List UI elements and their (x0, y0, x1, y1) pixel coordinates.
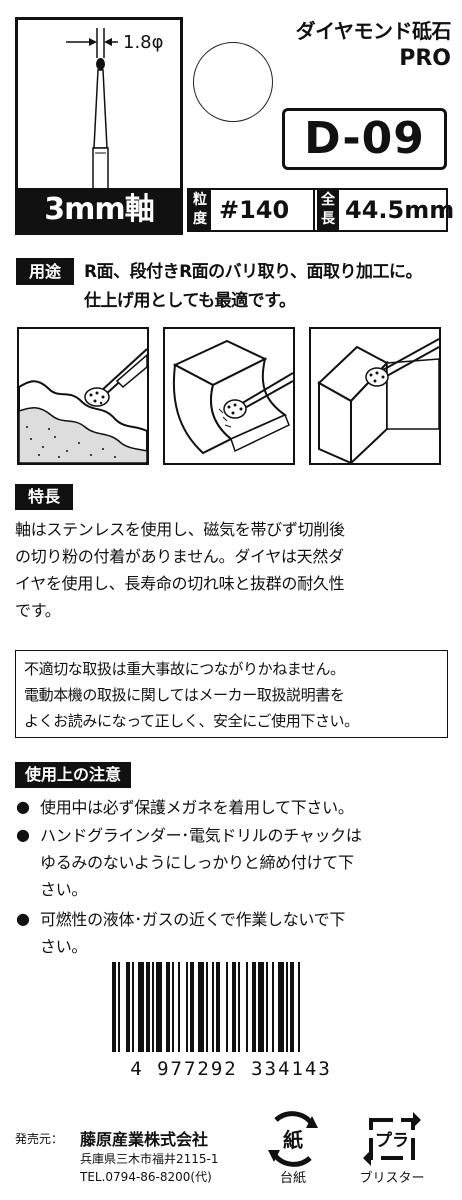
length-label-char: 長 (321, 211, 335, 227)
barcode-bar (252, 962, 256, 1052)
barcode-bar (178, 962, 180, 1052)
barcode-bar (118, 962, 120, 1052)
barcode-bar (206, 962, 208, 1052)
grit-label: 粒 度 (189, 190, 211, 230)
barcode-bar (278, 962, 284, 1052)
warning-line: よくお読みになって正しく、安全にご使用下さい。 (24, 712, 359, 730)
barcode-bar (246, 962, 248, 1052)
barcode-bar (146, 962, 150, 1052)
features-line: 軸はステンレスを使用し、磁気を帯びず切削後 (15, 520, 345, 539)
features-line: の切り粉の付着がありません。ダイヤは天然ダ (15, 547, 344, 566)
usage-line: R面、段付きR面のバリ取り、面取り加工に。 (84, 262, 423, 282)
features-line: イヤを使用し、長寿命の切れ味と抜群の耐久性 (15, 574, 345, 593)
product-name: ダイヤモンド砥石 (295, 19, 452, 43)
plastic-label: ブリスター (359, 1171, 425, 1186)
barcode-bar (258, 962, 264, 1052)
caution-line: 可燃性の液体･ガスの近くで作業しないで下 (40, 910, 346, 929)
barcode-bar (126, 962, 130, 1052)
chamfer-drawing (317, 338, 439, 463)
diameter-label: 1.8φ (123, 32, 164, 53)
paper-recycle-icon: 紙 (262, 1108, 324, 1170)
paper-label: 台紙 (279, 1171, 306, 1186)
grit-label-char: 粒 (193, 192, 207, 208)
barcode-bar (190, 962, 194, 1052)
illustration-chamfer (309, 327, 441, 465)
barcode-bar (198, 962, 204, 1052)
length-value: 44.5mm (345, 196, 455, 224)
illustration-stepped-surface (163, 327, 295, 465)
features-tag: 特長 (15, 484, 73, 510)
barcode-bar (232, 962, 236, 1052)
barcode-bar (298, 962, 300, 1052)
barcode-bar (132, 962, 134, 1052)
company-address: 兵庫県三木市福井2115-1 (80, 1152, 219, 1166)
barcode-bar (138, 962, 144, 1052)
barcode-bar (186, 962, 188, 1052)
warning-box: 不適切な取扱は重大事故につながりかねません。 電動本機の取扱に関してはメーカー取… (15, 650, 448, 738)
bullet-icon: ● (16, 825, 30, 844)
spec-strip: 粒 度 #140 全 長 44.5mm (187, 188, 454, 232)
bullet-icon: ● (16, 909, 30, 928)
barcode-number: 4 977292 334143 (130, 1058, 332, 1080)
barcode-bar (286, 962, 288, 1052)
barcode-bar (156, 962, 162, 1052)
warning-line: 電動本機の取扱に関してはメーカー取扱説明書を (24, 686, 345, 704)
paper-mark: 紙 (283, 1128, 303, 1152)
barcode-bar (266, 962, 268, 1052)
caution-line: さい。 (40, 937, 88, 956)
company-name: 藤原産業株式会社 (80, 1130, 209, 1149)
bullet-icon: ● (16, 797, 30, 816)
tool-image-box: 1.8φ 3mm軸 (15, 17, 183, 235)
caution-line: さい。 (40, 880, 88, 899)
grit-value: #140 (219, 196, 290, 224)
features-line: です。 (15, 601, 61, 620)
barcode-bar (166, 962, 170, 1052)
cautions-tag: 使用上の注意 (15, 762, 132, 788)
product-sub: PRO (399, 46, 451, 71)
length-label-char: 全 (321, 192, 335, 208)
caution-line: ゆるみのないようにしっかりと締め付けて下 (40, 853, 354, 872)
length-label: 全 長 (317, 190, 339, 230)
illustration-r-surface (17, 327, 149, 465)
barcode-bar (212, 962, 214, 1052)
plastic-mark: プラ (375, 1130, 409, 1151)
plastic-recycle-icon: プラ (361, 1108, 423, 1170)
barcode-bar (112, 962, 116, 1052)
usage-line: 仕上げ用としても最適です。 (84, 291, 296, 311)
grit-label-char: 度 (193, 211, 207, 227)
shank-size-label: 3mm軸 (18, 188, 180, 232)
barcode-bar (272, 962, 274, 1052)
barcode-bar (226, 962, 228, 1052)
usage-tag: 用途 (16, 258, 74, 285)
barcode-bar (290, 962, 294, 1052)
diamond-bit-drawing (66, 28, 118, 190)
barcode-bar (238, 962, 240, 1052)
spec-divider (313, 190, 315, 230)
product-code: D-09 (282, 108, 447, 170)
company-tel: TEL.0794-86-8200(代) (80, 1170, 212, 1184)
barcode-bar (152, 962, 154, 1052)
barcode-graphic (112, 962, 300, 1052)
stepped-surface-drawing (172, 339, 293, 455)
caution-line: ハンドグラインダー･電気ドリルのチャックは (40, 826, 362, 845)
barcode-bar (172, 962, 174, 1052)
r-surface-drawing (19, 348, 147, 463)
hang-hole-circle (193, 42, 273, 122)
warning-line: 不適切な取扱は重大事故につながりかねません。 (24, 660, 345, 678)
seller-label: 発売元： (15, 1132, 64, 1146)
caution-line: 使用中は必ず保護メガネを着用して下さい。 (40, 798, 354, 817)
barcode-bar (216, 962, 220, 1052)
